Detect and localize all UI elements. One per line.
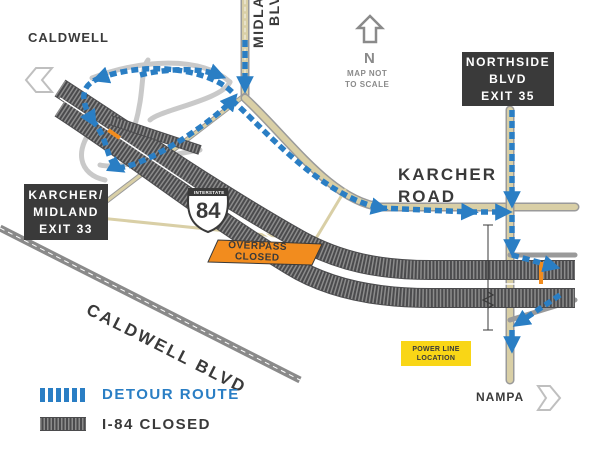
northside-sign-line3: EXIT 35 bbox=[481, 88, 535, 103]
karcher-label-line2: ROAD bbox=[398, 187, 457, 206]
note-line1: MAP NOT bbox=[347, 69, 388, 78]
legend-detour-swatch bbox=[40, 388, 86, 402]
karcher-sign-line1: KARCHER/ bbox=[28, 187, 104, 202]
interstate-shield-icon bbox=[187, 188, 229, 234]
northside-sign-line1: NORTHSIDE bbox=[465, 54, 551, 69]
karcher-road-label: KARCHER ROAD bbox=[398, 164, 497, 208]
karcher-label-line1: KARCHER bbox=[398, 165, 497, 184]
closure-mark-east bbox=[539, 262, 543, 284]
compass-n: N bbox=[364, 50, 375, 67]
midland-label-line2: BLVD bbox=[266, 0, 282, 26]
northside-exit-sign: NORTHSIDE BLVD EXIT 35 bbox=[462, 52, 554, 106]
shield-header: INTERSTATE bbox=[194, 190, 225, 195]
midland-label-line1: MIDLAND bbox=[250, 0, 266, 48]
note-line2: TO SCALE bbox=[345, 80, 390, 89]
caldwell-label: CALDWELL bbox=[28, 30, 109, 45]
power-line-tag-line1: POWER LINE bbox=[412, 345, 460, 353]
midland-blvd-label: MIDLAND BLVD bbox=[250, 0, 282, 48]
karcher-midland-exit-sign: KARCHER/ MIDLAND EXIT 33 bbox=[24, 184, 108, 240]
nampa-chevron-icon bbox=[536, 385, 562, 411]
legend-detour-label: DETOUR ROUTE bbox=[102, 386, 240, 403]
power-line bbox=[481, 224, 495, 331]
closure-mark-west bbox=[107, 128, 121, 140]
northside-sign-line2: BLVD bbox=[489, 71, 527, 86]
nampa-label: NAMPA bbox=[476, 390, 525, 404]
legend-closed-swatch bbox=[40, 417, 86, 431]
map-not-to-scale-note: MAP NOT TO SCALE bbox=[345, 68, 389, 90]
power-line-location-tag: POWER LINE LOCATION bbox=[401, 341, 471, 366]
overpass-closed-tag-bg bbox=[207, 239, 323, 266]
shield-number: 84 bbox=[196, 198, 221, 223]
karcher-sign-line2: MIDLAND bbox=[33, 204, 99, 219]
power-line-tag-line2: LOCATION bbox=[416, 354, 456, 362]
overpass-line2: CLOSED bbox=[234, 251, 280, 264]
caldwell-chevron-icon bbox=[24, 67, 55, 93]
karcher-sign-line3: EXIT 33 bbox=[39, 221, 93, 236]
detour-route bbox=[79, 40, 562, 354]
legend-closed-label: I-84 CLOSED bbox=[102, 416, 212, 433]
caldwell-blvd-road bbox=[0, 224, 302, 384]
north-arrow-icon bbox=[354, 14, 386, 44]
overpass-closed-label: OVERPASS CLOSED bbox=[228, 240, 287, 264]
